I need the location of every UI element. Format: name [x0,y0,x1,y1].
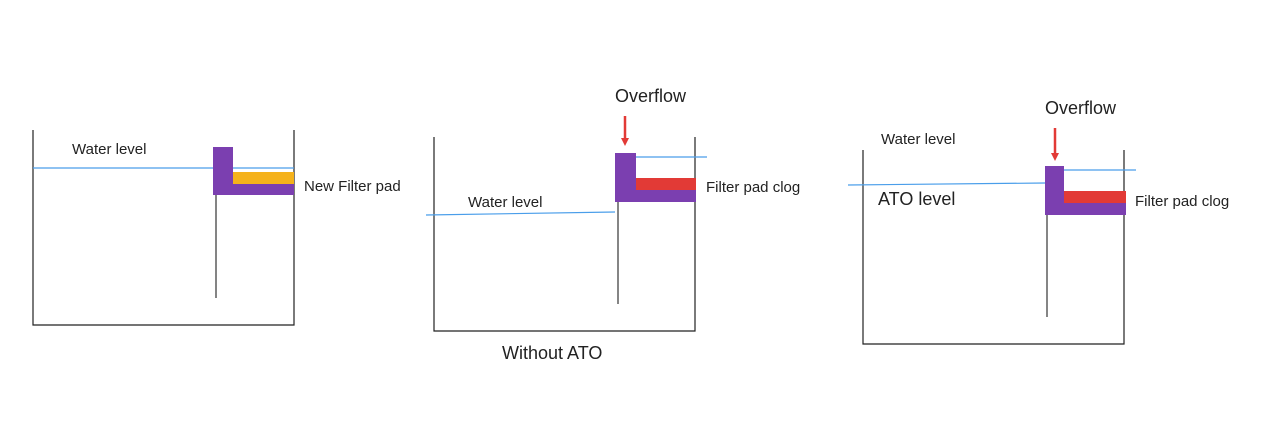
tank-outline [433,137,696,332]
ato-level-line [847,182,1046,186]
water-level-label: Water level [881,131,955,148]
panel-caption: Without ATO [502,343,602,363]
overflow-box [615,153,696,202]
panel-1: Water level New Filter pad [32,130,401,326]
water-level-label: Water level [468,194,542,211]
water-level-line [425,211,616,216]
clogged-filter-pad [1064,191,1126,203]
tank-outline [862,150,1125,345]
new-filter-pad [233,172,294,184]
overflow-box [1045,166,1126,215]
tank-outline [32,130,295,326]
filter-pad-label: Filter pad clog [706,179,800,196]
clogged-filter-pad [636,178,696,190]
ato-level-label: ATO level [878,189,955,209]
filter-pad-label: Filter pad clog [1135,193,1229,210]
filter-pad-label: New Filter pad [304,178,401,195]
water-level-label: Water level [72,141,146,158]
overflow-box [213,147,294,195]
overflow-label: Overflow [1045,98,1117,118]
panel-2: Overflow Water level Filter pad clog Wit… [425,86,800,363]
panel-3: Overflow Water level ATO level Filter pa… [847,98,1229,345]
overflow-label: Overflow [615,86,687,106]
